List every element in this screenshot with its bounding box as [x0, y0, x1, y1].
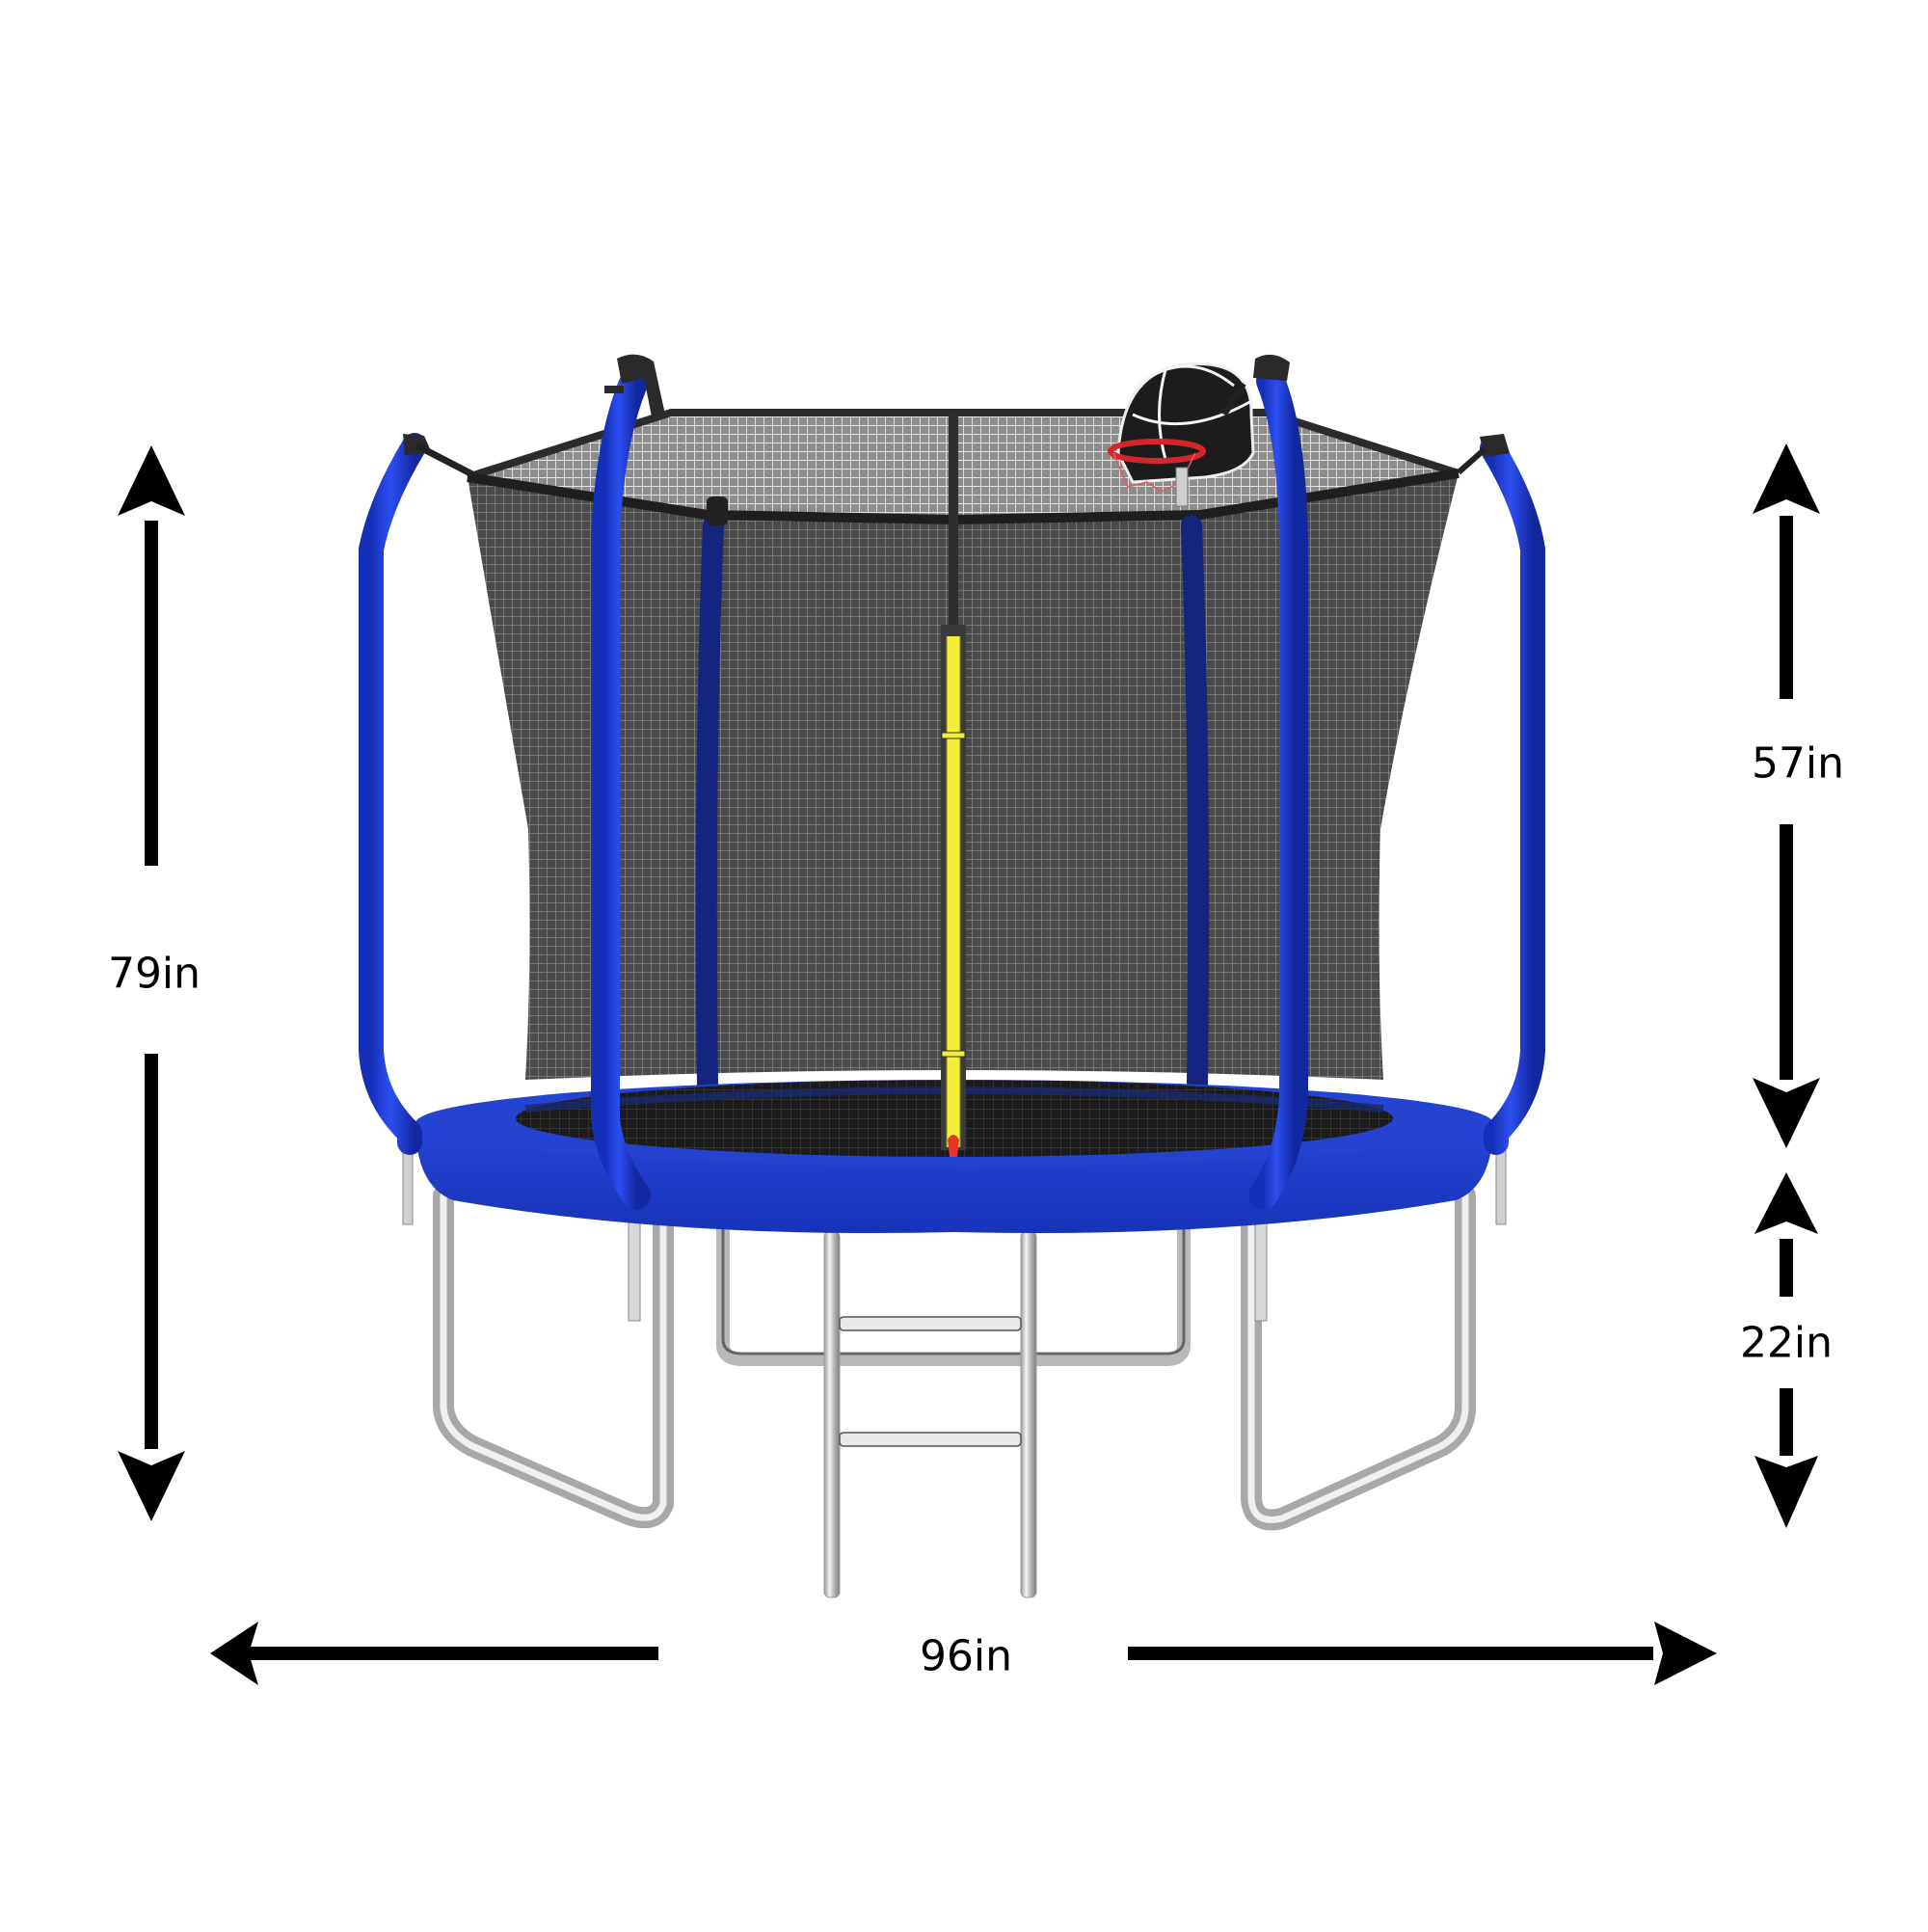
enclosure-poles: [359, 366, 1545, 1210]
hoop-rim: [1108, 439, 1206, 464]
ladder-rung-2: [839, 1432, 1022, 1447]
back-leg-left: [716, 1218, 1191, 1366]
ladder: [823, 1230, 1037, 1598]
back-poles: [695, 496, 1210, 1095]
pole-caps: [403, 354, 1510, 478]
ladder-rung-1: [839, 1316, 1022, 1331]
frame-height-label: 22in: [1739, 1318, 1834, 1368]
arrow-overall-height-icon: [118, 445, 185, 1521]
dimension-arrows: [118, 443, 1820, 1685]
basketball-hoop-icon: [1108, 362, 1255, 507]
arrow-diameter-icon: [210, 1622, 1717, 1685]
frame-legs: [402, 1146, 1507, 1531]
arrow-frame-height-icon: [1754, 1172, 1818, 1528]
ladder-rail-left: [823, 1230, 841, 1598]
net-height-label: 57in: [1751, 738, 1845, 789]
diameter-label: 96in: [919, 1631, 1013, 1681]
arrow-net-height-icon: [1753, 443, 1820, 1148]
pole-outer-left: [359, 433, 427, 1155]
pole-outer-right: [1480, 436, 1545, 1155]
zipper-icon: [941, 625, 966, 1157]
ladder-rail-right: [1020, 1230, 1037, 1598]
leg-right: [1241, 1185, 1476, 1531]
pole-front-left: [591, 371, 651, 1210]
overall-height-label: 79in: [107, 949, 201, 999]
pole-front-right: [1248, 366, 1308, 1210]
